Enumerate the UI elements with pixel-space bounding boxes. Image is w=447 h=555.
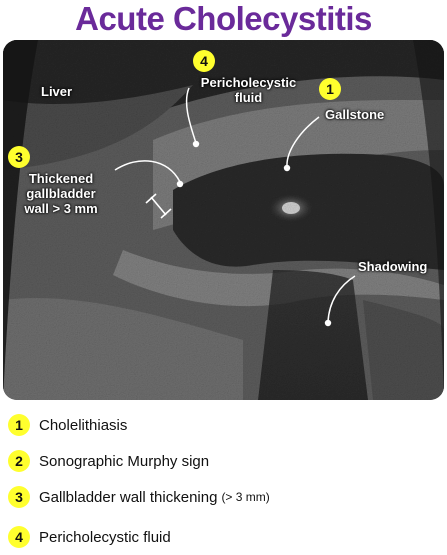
legend: 1 Cholelithiasis 2 Sonographic Murphy si… — [0, 405, 447, 555]
wall-label-line2: gallbladder — [26, 186, 96, 201]
callout-badge-1: 1 — [319, 78, 341, 100]
gallstone-label: Gallstone — [325, 107, 385, 122]
callout-badge-4: 4 — [193, 50, 215, 72]
wall-label-line3: wall > 3 mm — [24, 201, 98, 216]
legend-badge: 1 — [8, 414, 30, 436]
legend-item: 1 Cholelithiasis — [8, 413, 127, 437]
fluid-label: Pericholecystic fluid — [191, 75, 306, 105]
legend-badge: 3 — [8, 486, 30, 508]
legend-badge: 2 — [8, 450, 30, 472]
legend-text: Sonographic Murphy sign — [39, 452, 210, 470]
shadowing-label: Shadowing — [358, 259, 428, 274]
legend-item: 4 Pericholecystic fluid — [8, 525, 171, 549]
wall-label: Thickened gallbladder wall > 3 mm — [9, 171, 113, 216]
legend-item: 3 Gallbladder wall thickening (> 3 mm) — [8, 485, 270, 509]
callout-badge-3: 3 — [8, 146, 30, 168]
annotation-lines — [114, 87, 356, 327]
legend-badge: 4 — [8, 526, 30, 548]
legend-text: Cholelithiasis — [39, 416, 128, 434]
fluid-label-line1: Pericholecystic — [200, 75, 297, 90]
fluid-label-line2: fluid — [234, 90, 263, 105]
page-title: Acute Cholecystitis — [75, 0, 372, 37]
legend-item: 2 Sonographic Murphy sign — [8, 449, 209, 473]
liver-label: Liver — [41, 84, 73, 99]
legend-note: (> 3 mm) — [221, 490, 270, 504]
ultrasound-scan — [3, 40, 444, 400]
ultrasound-image: Liver 4 Pericholecystic fluid 1 Gallston… — [3, 40, 444, 400]
wall-label-line1: Thickened — [28, 171, 94, 186]
legend-text: Pericholecystic fluid — [39, 528, 171, 546]
legend-text: Gallbladder wall thickening — [39, 488, 218, 506]
